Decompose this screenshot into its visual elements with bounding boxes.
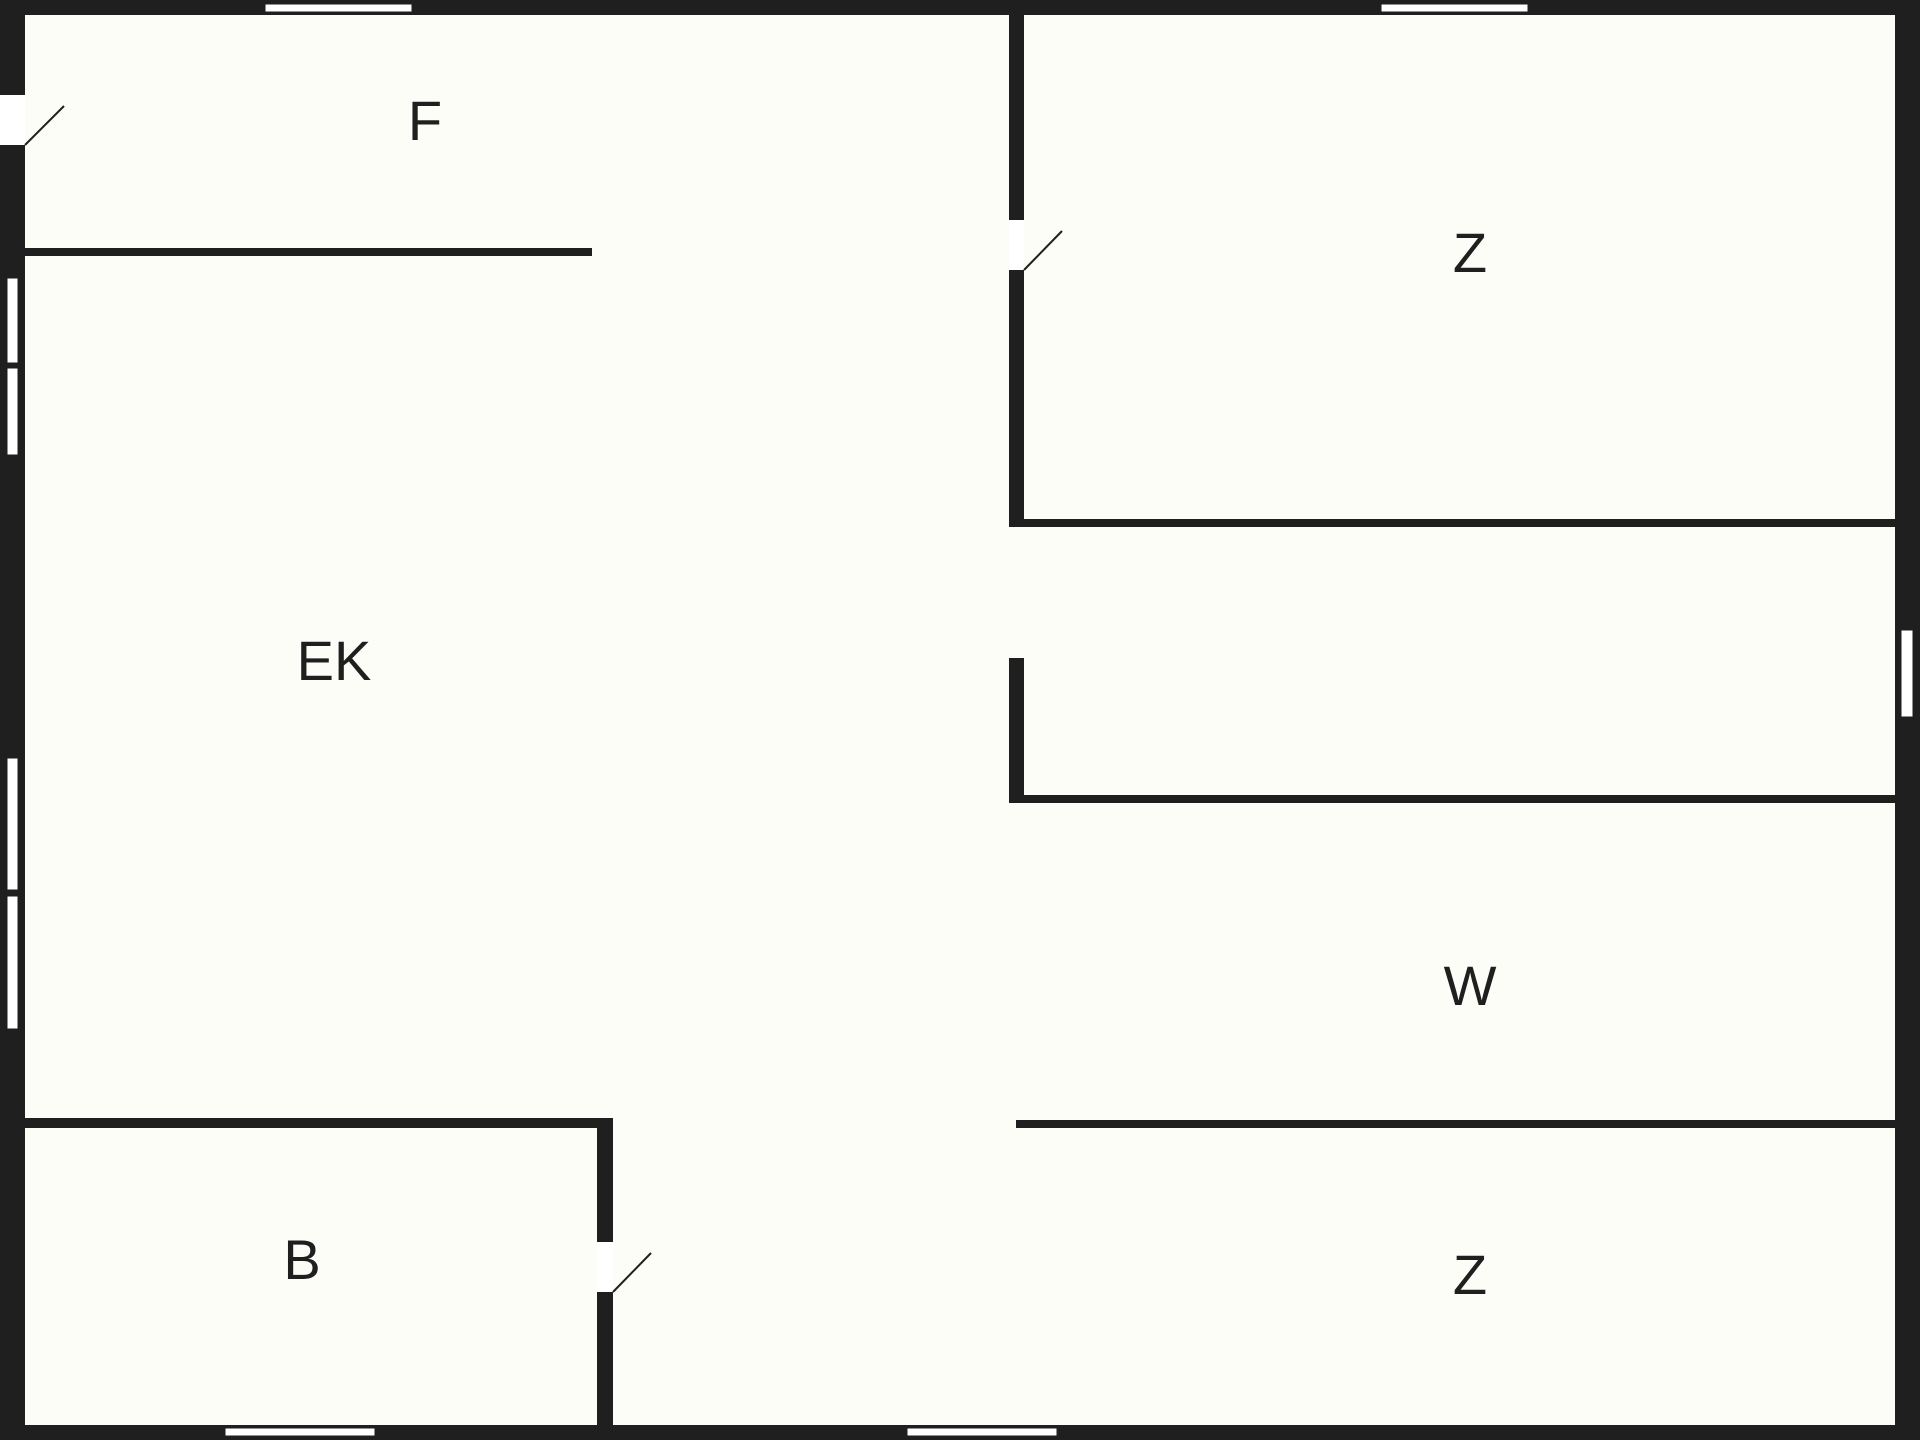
window-left-2b bbox=[6, 895, 19, 1030]
door-z-upper bbox=[1009, 220, 1063, 271]
room-label-z-lower: Z bbox=[1453, 1243, 1487, 1306]
wall-b-top bbox=[25, 1118, 613, 1128]
window-left-1a bbox=[6, 277, 19, 364]
door-entrance bbox=[0, 95, 65, 146]
door-b bbox=[597, 1242, 652, 1293]
room-label-f: F bbox=[408, 89, 442, 152]
doors bbox=[0, 95, 1063, 1293]
room-label-b: B bbox=[283, 1228, 320, 1291]
outer-wall-right bbox=[1895, 0, 1920, 1440]
window-left-2a bbox=[6, 757, 19, 891]
room-labels: F Z EK W B Z bbox=[283, 89, 1496, 1306]
wall-w-bottom bbox=[1016, 1120, 1895, 1128]
wall-vertical-center-upper bbox=[1009, 15, 1024, 527]
room-label-ek: EK bbox=[297, 629, 372, 692]
wall-closet-bottom bbox=[1009, 795, 1895, 803]
window-left-1b bbox=[6, 367, 19, 456]
wall-z-upper-bottom bbox=[1009, 519, 1895, 527]
window-top-left bbox=[264, 3, 413, 13]
outer-wall-left bbox=[0, 0, 25, 1440]
windows bbox=[6, 3, 1914, 1437]
window-right bbox=[1900, 629, 1914, 718]
interior-walls bbox=[25, 15, 1895, 1425]
room-label-z-upper: Z bbox=[1453, 221, 1487, 284]
wall-closet-left bbox=[1009, 658, 1024, 803]
wall-f-bottom bbox=[25, 248, 592, 256]
window-top-right bbox=[1380, 3, 1529, 13]
window-bottom-left bbox=[224, 1427, 376, 1437]
room-label-w: W bbox=[1444, 954, 1497, 1017]
window-bottom-center bbox=[906, 1427, 1058, 1437]
